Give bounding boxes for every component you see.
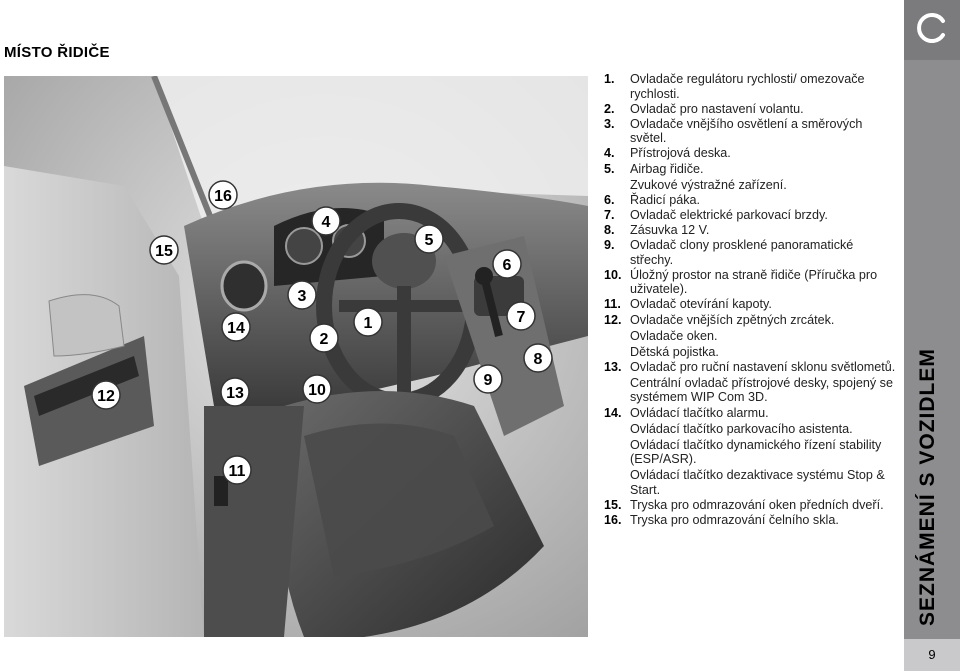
svg-text:3: 3 (298, 288, 307, 305)
legend-item-text: Ovládací tlačítko parkovacího asistenta. (630, 421, 853, 436)
callout-4: 4 (311, 206, 341, 236)
legend-item: 8. Zásuvka 12 V. (604, 223, 899, 238)
callout-15: 15 (149, 235, 179, 265)
callout-16: 16 (208, 180, 238, 210)
callout-1: 1 (353, 307, 383, 337)
callout-10: 10 (302, 374, 332, 404)
legend-item: 16. Tryska pro odmrazování čelního skla. (604, 513, 899, 528)
legend-item: 9. Ovladač clony prosklené panoramatické … (604, 238, 899, 267)
svg-text:16: 16 (214, 188, 232, 205)
page-title: MÍSTO ŘIDIČE (4, 44, 110, 61)
svg-text:1: 1 (364, 315, 373, 332)
legend-item-text: Ovladače vnějšího osvětlení a směrových … (630, 116, 863, 146)
svg-text:9: 9 (484, 372, 493, 389)
legend-item: 13. Ovladač pro ruční nastavení sklonu sv… (604, 360, 899, 405)
legend-item: 14.Ovládací tlačítko alarmu.Ovládací tla… (604, 406, 899, 498)
legend-item-number: 10. (604, 267, 622, 282)
callout-8: 8 (523, 343, 553, 373)
legend-item-text: Ovladače oken. (630, 328, 718, 343)
legend-item-number: 6. (604, 192, 615, 207)
legend-item-number: 3. (604, 116, 615, 131)
legend-item-text: Ovladače vnějších zpětných zrcátek. (630, 312, 835, 327)
callout-11: 11 (222, 455, 252, 485)
legend-item-text: Tryska pro odmrazování čelního skla. (630, 513, 839, 528)
section-sidebar: SEZNÁMENÍ S VOZIDLEM 9 (904, 0, 960, 671)
page-number-box: 9 (904, 639, 960, 671)
legend-item-number: 16. (604, 513, 622, 528)
page-number: 9 (928, 647, 936, 662)
legend-item-number: 7. (604, 207, 615, 222)
legend-item-text: Přístrojová deska. (630, 146, 731, 161)
legend-item-text: Ovládací tlačítko dezaktivace systému St… (630, 468, 885, 498)
legend-item-text: Ovládací tlačítko dynamického řízení sta… (630, 437, 882, 467)
svg-text:5: 5 (425, 232, 434, 249)
legend-item-text: Zvukové výstražné zařízení. (630, 177, 787, 192)
svg-text:13: 13 (226, 385, 244, 402)
svg-text:14: 14 (227, 320, 245, 337)
svg-text:11: 11 (229, 463, 246, 480)
legend-item-text: Ovládací tlačítko alarmu. (630, 405, 769, 420)
callout-6: 6 (492, 249, 522, 279)
svg-text:8: 8 (534, 351, 543, 368)
legend-item: 4. Přístrojová deska. (604, 146, 899, 161)
sidebar-header (904, 0, 960, 60)
legend-item-text: Ovladač pro ruční nastavení sklonu světl… (630, 359, 896, 374)
legend-item-text: Tryska pro odmrazování oken předních dve… (630, 498, 884, 513)
legend-item-text: Ovladač pro nastavení volantu. (630, 101, 804, 116)
legend-item: 11. Ovladač otevírání kapoty. (604, 297, 899, 312)
legend-item-number: 2. (604, 101, 615, 116)
legend-item-number: 14. (604, 405, 622, 420)
callout-5: 5 (414, 224, 444, 254)
legend-list: 1. Ovladače regulátoru rychlosti/ omezova… (604, 72, 899, 528)
legend-item: 12. Ovladače vnějších zpětných zrcátek.Ov… (604, 313, 899, 360)
legend-item-text: Centrální ovladač přístrojové desky, spo… (630, 375, 893, 405)
svg-text:7: 7 (517, 309, 526, 326)
svg-text:15: 15 (155, 243, 173, 260)
callout-12: 12 (91, 380, 121, 410)
callout-14: 14 (221, 312, 251, 342)
legend-item-text: Dětská pojistka. (630, 344, 719, 359)
legend-item: 7. Ovladač elektrické parkovací brzdy. (604, 208, 899, 223)
legend-item: 2. Ovladač pro nastavení volantu. (604, 102, 899, 117)
legend-item-text: Ovladač clony prosklené panoramatické st… (630, 238, 854, 267)
legend-item-number: 12. (604, 312, 622, 327)
callout-13: 13 (220, 377, 250, 407)
legend-item: 10. Úložný prostor na straně řidiče (Přír… (604, 268, 899, 297)
legend-item: 15. Tryska pro odmrazování oken předních … (604, 498, 899, 513)
section-title: SEZNÁMENÍ S VOZIDLEM (916, 348, 939, 626)
legend-item-text: Ovladač elektrické parkovací brzdy. (630, 207, 828, 222)
legend-item-number: 11. (604, 297, 621, 312)
legend-item: 1. Ovladače regulátoru rychlosti/ omezova… (604, 72, 899, 101)
callout-2: 2 (309, 323, 339, 353)
callout-9: 9 (473, 364, 503, 394)
legend-item: 5. Airbag řidiče.Zvukové výstražné zaříze… (604, 162, 899, 193)
legend-item-number: 5. (604, 161, 615, 176)
legend-item-text: Zásuvka 12 V. (630, 222, 710, 237)
legend-item-text: Ovladač otevírání kapoty. (630, 297, 772, 312)
legend-item-number: 1. (604, 72, 615, 86)
callout-7: 7 (506, 301, 536, 331)
svg-text:4: 4 (322, 214, 331, 231)
legend-item-text: Ovladače regulátoru rychlosti/ omezovače… (630, 72, 865, 101)
legend-item-text: Airbag řidiče. (630, 161, 704, 176)
svg-text:12: 12 (97, 388, 115, 405)
legend-item: 3. Ovladače vnějšího osvětlení a směrovýc… (604, 117, 899, 146)
svg-text:6: 6 (503, 257, 512, 274)
legend-item-text: Úložný prostor na straně řidiče (Příručk… (630, 267, 878, 297)
callout-3: 3 (287, 280, 317, 310)
legend-item-number: 8. (604, 222, 615, 237)
circle-section-icon (917, 13, 945, 43)
svg-text:2: 2 (320, 331, 329, 348)
legend-item-number: 15. (604, 498, 622, 513)
legend-item: 6. Řadicí páka. (604, 193, 899, 208)
legend-item-number: 9. (604, 238, 615, 253)
legend-item-number: 4. (604, 146, 615, 161)
car-interior-illustration: 16 15 4 5 6 3 14 2 (4, 74, 588, 637)
legend-item-number: 13. (604, 359, 622, 374)
legend-item-text: Řadicí páka. (630, 192, 701, 207)
svg-text:10: 10 (308, 382, 326, 399)
